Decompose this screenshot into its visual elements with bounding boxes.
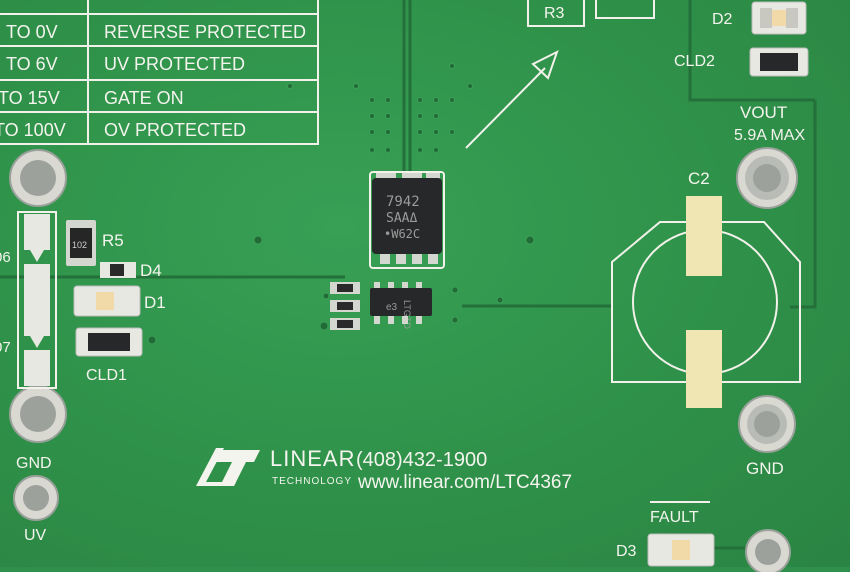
diode-cld1: CLD1 [75, 327, 143, 384]
lt-logo-icon [196, 448, 260, 486]
svg-text:VOUT: VOUT [160, 0, 207, 2]
diode-strip: 06 07 [0, 211, 57, 389]
d7-partial-label: 07 [0, 339, 11, 356]
diode-cld2: CLD2 [674, 47, 809, 77]
table-status-2: GATE ON [104, 88, 184, 108]
vout-max-label: 5.9A MAX [734, 127, 805, 144]
r3-label: R3 [544, 5, 565, 22]
diode-d4: D4 [100, 261, 162, 280]
gnd-right-terminal: GND [738, 395, 796, 478]
r3-footprint: R3 [527, 0, 655, 27]
gnd-right-label: GND [746, 459, 784, 478]
phone-number: (408)432-1900 [356, 449, 487, 471]
r5-marking: 102 [72, 240, 87, 250]
table-range-3: TO 100V [0, 120, 66, 140]
d4-label: D4 [140, 261, 162, 280]
controller-marking-1: LTGTD [402, 300, 412, 329]
website-url: www.linear.com/LTC4367 [357, 472, 572, 493]
arrow-symbol [465, 50, 559, 149]
table-status-1: UV PROTECTED [104, 54, 245, 74]
c2-label: C2 [688, 169, 710, 188]
vias [147, 63, 535, 345]
d2-label: D2 [712, 11, 733, 28]
mosfet-marking-2: SAAΔ [386, 211, 417, 226]
mosfet-marking-1: 7942 [386, 194, 420, 210]
capacitor-c2: C2 [611, 169, 801, 408]
d3-label: D3 [616, 543, 637, 560]
led-d2: D2 [712, 1, 807, 35]
vout-label: VOUT [740, 103, 787, 122]
r5-label: R5 [102, 231, 124, 250]
company-sub: TECHNOLOGY [272, 476, 352, 487]
left-terminals: GND UV [9, 149, 67, 544]
gnd-left-label: GND [16, 455, 52, 472]
d1-label: D1 [144, 293, 166, 312]
uv-label: UV [24, 527, 47, 544]
status-table: VOUT TO 0V REVERSE PROTECTED TO 6V UV PR… [0, 0, 319, 145]
mosfet-marking-3: •W62C [384, 227, 420, 241]
table-range-1: TO 6V [6, 54, 58, 74]
small-passives [319, 282, 360, 331]
table-status-3: OV PROTECTED [104, 120, 246, 140]
cld2-label: CLD2 [674, 53, 715, 70]
table-range-0: TO 0V [6, 22, 58, 42]
led-d1: D1 [73, 285, 166, 317]
vout-terminal: VOUT 5.9A MAX [734, 103, 805, 209]
mosfet-chip: 7942 SAAΔ •W62C [369, 171, 445, 269]
table-range-2: TO 15V [0, 88, 60, 108]
controller-chip: LTGTD e3 [370, 282, 432, 329]
d6-partial-label: 06 [0, 249, 11, 266]
controller-marking-2: e3 [386, 302, 398, 313]
company-name: LINEAR [270, 446, 355, 471]
fault-indicator: FAULT D3 [616, 501, 791, 572]
copper-traces [0, 0, 817, 550]
fault-label: FAULT [650, 509, 699, 526]
resistor-r5: 102 R5 [66, 220, 124, 266]
table-status-0: REVERSE PROTECTED [104, 22, 306, 42]
branding: LINEAR TECHNOLOGY (408)432-1900 www.line… [196, 446, 572, 493]
cld1-label: CLD1 [86, 367, 127, 384]
